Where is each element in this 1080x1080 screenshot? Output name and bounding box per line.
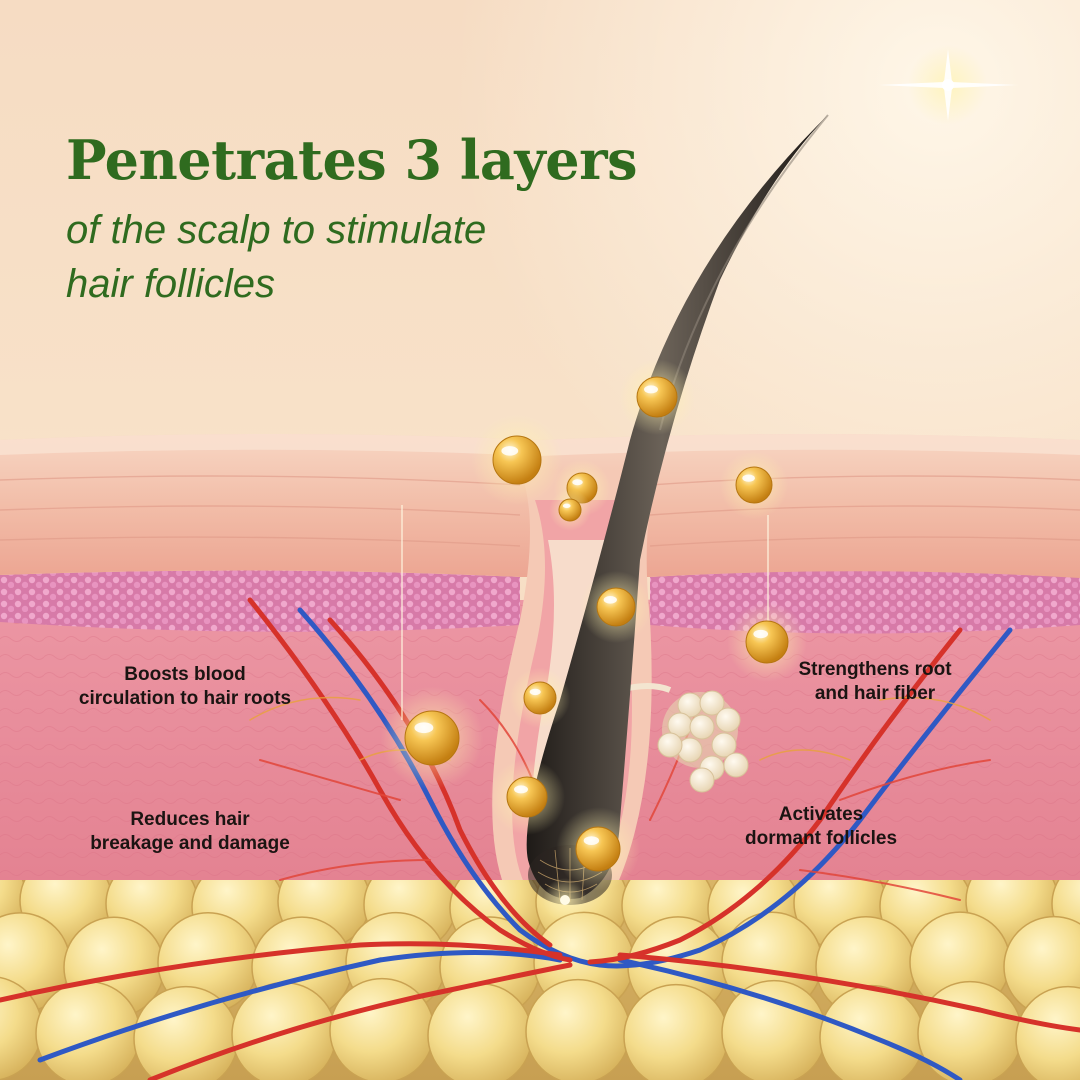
callout-blood-circulation: Boosts blood circulation to hair roots: [60, 663, 310, 711]
callout-dormant-follicles: Activates dormant follicles: [726, 803, 916, 851]
headline-subtitle-line-1: of the scalp to stimulate: [66, 208, 487, 252]
fat-cell-icon: [623, 983, 729, 1080]
fat-cell-icon: [819, 984, 925, 1080]
oil-droplet-icon: [380, 359, 807, 891]
callout-breakage: Reduces hair breakage and damage: [70, 808, 310, 856]
callout-line: Activates: [778, 804, 864, 825]
callout-line: and hair fiber: [814, 683, 936, 704]
fat-cell-icon: [427, 982, 533, 1080]
callout-line: Boosts blood: [124, 664, 246, 685]
fat-cell-icon: [1015, 985, 1080, 1080]
sebaceous-gland: [619, 683, 749, 793]
callout-strengthens-root: Strengthens root and hair fiber: [780, 658, 970, 706]
callout-line: Strengthens root: [798, 659, 952, 680]
callout-line: Reduces hair: [130, 809, 250, 830]
hair-strand-icon: [526, 115, 828, 899]
fat-cell-icon: [721, 979, 827, 1080]
fat-cell-icon: [329, 977, 435, 1080]
fat-cell-icon: [525, 978, 631, 1080]
callout-line: circulation to hair roots: [78, 688, 292, 709]
callout-line: breakage and damage: [90, 833, 290, 854]
headline-subtitle-line-2: hair follicles: [66, 262, 275, 306]
callout-line: dormant follicles: [744, 828, 898, 849]
headline-title: Penetrates 3 layers: [66, 128, 637, 192]
sparkle-icon: [878, 45, 1018, 125]
